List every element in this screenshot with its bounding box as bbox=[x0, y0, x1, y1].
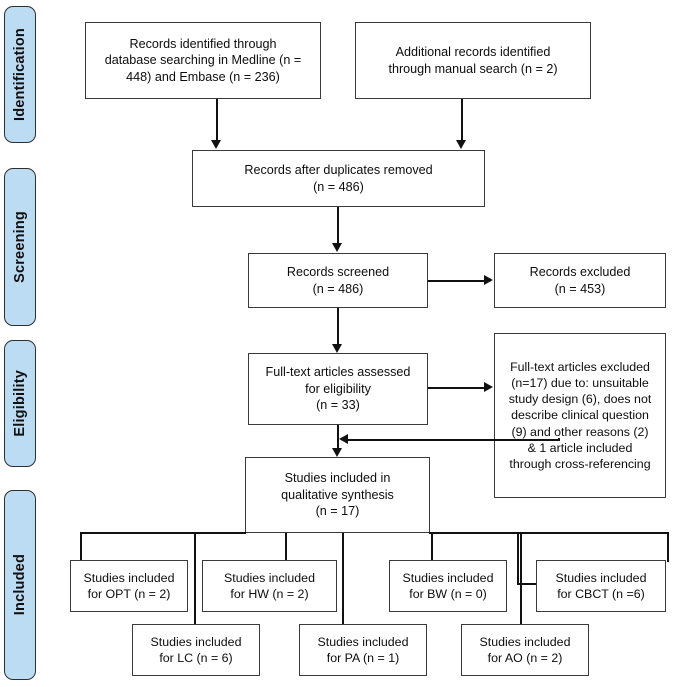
bus-left-drop-opt bbox=[80, 532, 82, 584]
node-studies-hw: Studies included for HW (n = 2) bbox=[202, 560, 337, 612]
arrowhead-fulltext-to-excluded bbox=[484, 382, 493, 392]
phase-tab-identification: Identification bbox=[4, 6, 36, 143]
arrowhead-fulltext-to-synthesis bbox=[332, 448, 342, 457]
records-identified-line3: 448) and Embase (n = 236) bbox=[126, 69, 280, 84]
records-excluded-line2: (n = 453) bbox=[554, 281, 606, 296]
arrowhead-additional-to-duplicates bbox=[456, 140, 466, 149]
studies-opt-line1: Studies included bbox=[83, 570, 175, 585]
node-studies-bw: Studies included for BW (n = 0) bbox=[389, 560, 507, 612]
fulltext-assessed-line1: Full-text articles assessed bbox=[265, 365, 411, 380]
node-records-excluded: Records excluded (n = 453) bbox=[494, 253, 666, 308]
connector-synthesis-to-ao bbox=[520, 533, 522, 625]
studies-pa-line1: Studies included bbox=[317, 634, 409, 649]
node-duplicates-removed: Records after duplicates removed (n = 48… bbox=[192, 150, 485, 207]
studies-hw-line2: for HW (n = 2) bbox=[230, 587, 309, 601]
node-studies-pa: Studies included for PA (n = 1) bbox=[299, 624, 427, 676]
phase-tab-eligibility: Eligibility bbox=[4, 340, 36, 467]
qualitative-synthesis-line2: qualitative synthesis bbox=[281, 487, 394, 502]
connector-screened-to-excluded bbox=[428, 280, 485, 282]
connector-fulltext-to-synthesis-lower bbox=[337, 440, 339, 449]
connector-bus-to-cbct bbox=[517, 583, 543, 585]
additional-records-line1: Additional records identified bbox=[395, 45, 551, 60]
qualitative-synthesis-line3: (n = 17) bbox=[315, 504, 360, 519]
node-additional-records: Additional records identified through ma… bbox=[355, 22, 591, 99]
connector-crossref-to-synthesis bbox=[348, 439, 560, 441]
fulltext-assessed-line2: for eligibility bbox=[305, 381, 371, 396]
bus-right-horizontal bbox=[429, 532, 669, 534]
fulltext-assessed-line3: (n = 33) bbox=[316, 398, 360, 413]
studies-pa-line2: for PA (n = 1) bbox=[326, 651, 400, 665]
phase-tab-screening-label: Screening bbox=[12, 211, 28, 283]
studies-ao-line1: Studies included bbox=[479, 634, 571, 649]
records-identified-line1: Records identified through bbox=[129, 36, 277, 51]
node-studies-lc: Studies included for LC (n = 6) bbox=[132, 624, 260, 676]
node-studies-cbct: Studies included for CBCT (n =6) bbox=[536, 560, 666, 612]
phase-tab-screening: Screening bbox=[4, 168, 36, 326]
connector-fulltext-to-synthesis-upper bbox=[337, 425, 339, 450]
connector-screened-to-fulltext bbox=[337, 308, 339, 345]
duplicates-removed-line2: (n = 486) bbox=[313, 179, 364, 194]
studies-opt-line2: for OPT (n = 2) bbox=[87, 587, 171, 601]
phase-tab-included-label: Included bbox=[12, 554, 28, 616]
arrowhead-duplicates-to-screened bbox=[332, 243, 342, 252]
bus-right-drop-edge bbox=[667, 532, 669, 562]
connector-identified-to-duplicates bbox=[216, 99, 218, 141]
arrowhead-crossref-to-synthesis bbox=[339, 434, 348, 444]
additional-records-line2: through manual search (n = 2) bbox=[388, 61, 558, 76]
node-fulltext-assessed: Full-text articles assessed for eligibil… bbox=[248, 353, 428, 425]
phase-tab-identification-label: Identification bbox=[12, 27, 28, 122]
records-identified-line2: database searching in Medline (n = bbox=[104, 53, 302, 68]
arrowhead-screened-to-excluded bbox=[484, 275, 493, 285]
studies-bw-line2: for BW (n = 0) bbox=[409, 587, 487, 601]
connector-duplicates-to-screened bbox=[337, 207, 339, 244]
node-studies-ao: Studies included for AO (n = 2) bbox=[461, 624, 589, 676]
fulltext-excluded-line2: (n=17) due to: unsuitable bbox=[511, 376, 649, 391]
bus-drop-bw bbox=[431, 532, 433, 584]
connector-synthesis-to-pa bbox=[342, 533, 344, 625]
bus-left-horizontal bbox=[80, 532, 246, 534]
connector-synthesis-to-lc bbox=[194, 533, 196, 625]
studies-bw-line1: Studies included bbox=[402, 570, 494, 585]
qualitative-synthesis-line1: Studies included in bbox=[284, 471, 391, 486]
fulltext-excluded-line6: & 1 article included bbox=[527, 440, 633, 455]
studies-hw-line1: Studies included bbox=[224, 570, 315, 585]
studies-lc-line2: for LC (n = 6) bbox=[159, 651, 233, 665]
fulltext-excluded-line5: (9) and other reasons (2) bbox=[511, 424, 649, 439]
fulltext-excluded-line1: Full-text articles excluded bbox=[510, 360, 650, 375]
connector-synthesis-to-hw bbox=[285, 533, 287, 563]
studies-cbct-line2: for CBCT (n =6) bbox=[557, 587, 645, 601]
connector-additional-to-duplicates bbox=[461, 99, 463, 141]
records-excluded-line1: Records excluded bbox=[529, 265, 631, 280]
arrowhead-identified-to-duplicates bbox=[211, 140, 221, 149]
connector-fulltext-to-excluded bbox=[428, 387, 485, 389]
studies-lc-line1: Studies included bbox=[150, 634, 242, 649]
fulltext-excluded-line3: study design (6), does not bbox=[508, 392, 652, 407]
studies-cbct-line1: Studies included bbox=[555, 570, 647, 585]
node-studies-opt: Studies included for OPT (n = 2) bbox=[70, 560, 188, 612]
node-records-screened: Records screened (n = 486) bbox=[248, 253, 428, 308]
bus-drop-cbct bbox=[517, 532, 519, 584]
fulltext-excluded-line7: through cross-referencing bbox=[509, 456, 651, 471]
node-fulltext-excluded: Full-text articles excluded (n=17) due t… bbox=[494, 333, 666, 498]
phase-tab-included: Included bbox=[4, 490, 36, 680]
node-qualitative-synthesis: Studies included in qualitative synthesi… bbox=[245, 457, 430, 533]
records-screened-line2: (n = 486) bbox=[312, 281, 364, 296]
node-records-identified: Records identified through database sear… bbox=[85, 22, 321, 99]
fulltext-excluded-line4: describe clinical question bbox=[511, 408, 649, 423]
arrowhead-screened-to-fulltext bbox=[332, 344, 342, 353]
phase-tab-eligibility-label: Eligibility bbox=[12, 370, 28, 437]
records-screened-line1: Records screened bbox=[286, 265, 390, 280]
studies-ao-line2: for AO (n = 2) bbox=[487, 651, 563, 665]
duplicates-removed-line1: Records after duplicates removed bbox=[244, 163, 433, 178]
